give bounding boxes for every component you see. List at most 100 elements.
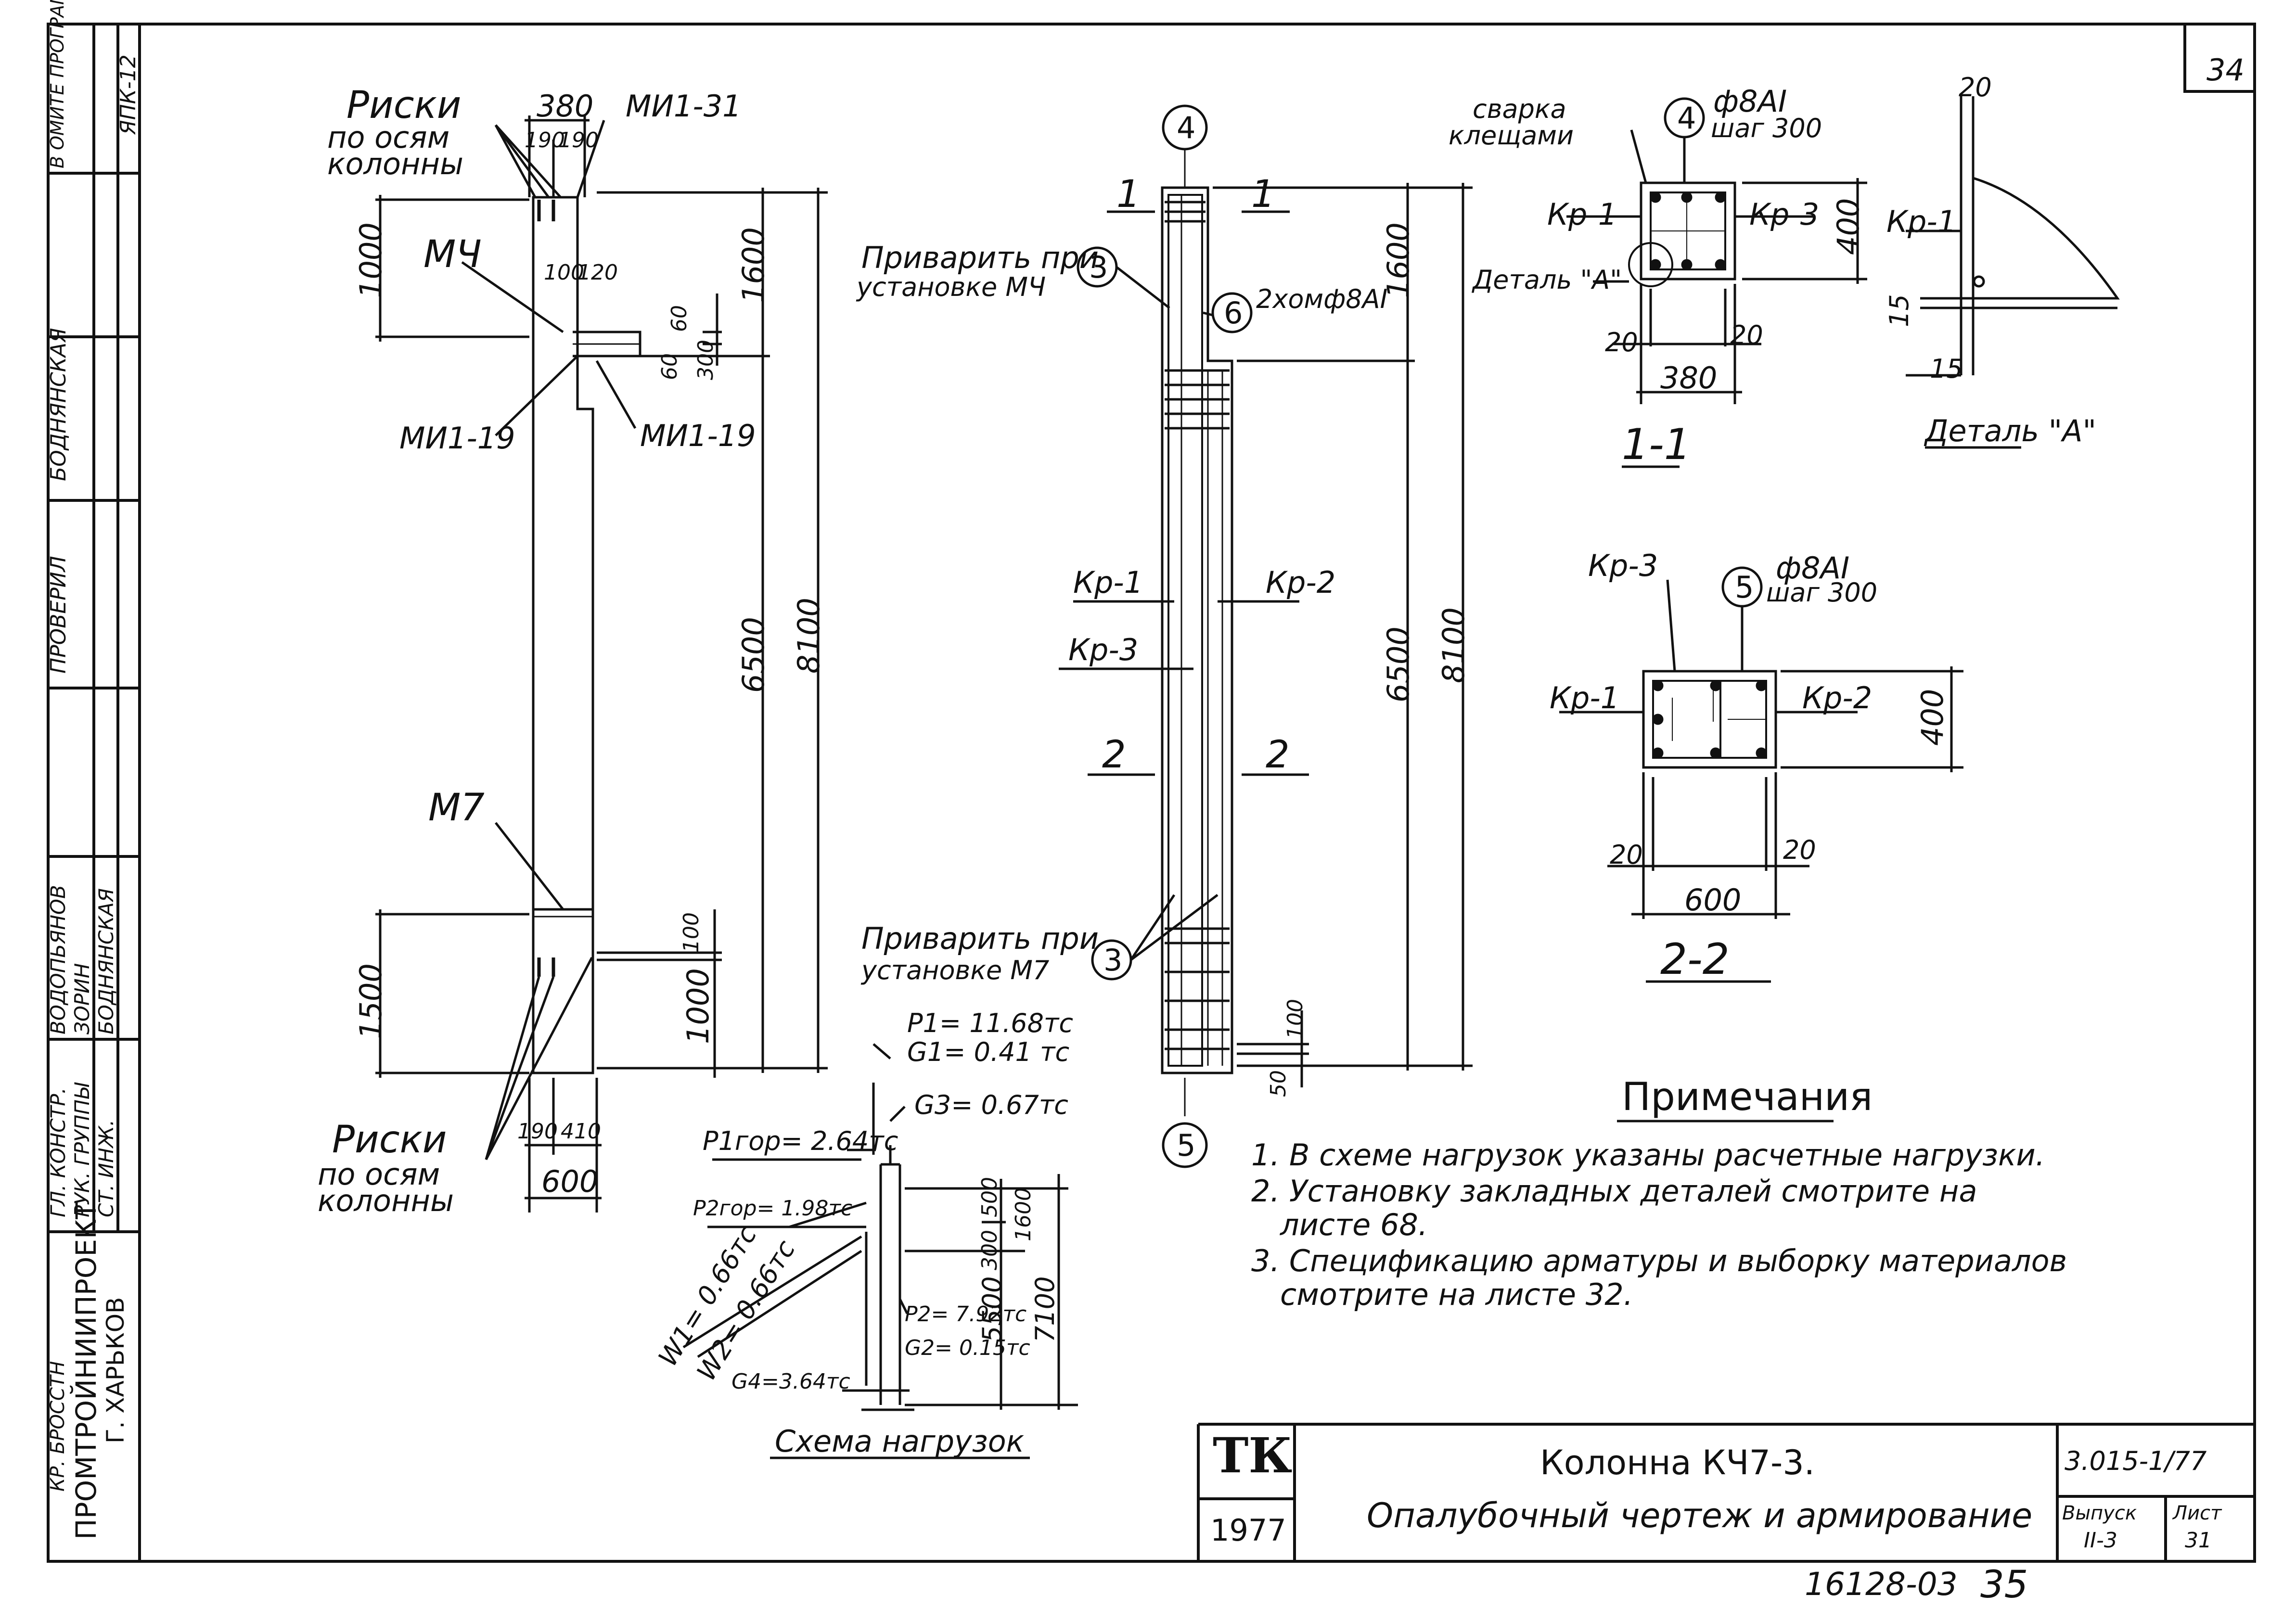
- notes-n3a: 3. Спецификацию арматуры и выборку матер…: [1251, 1243, 2067, 1278]
- s11-dim-20b: 20: [1730, 320, 1763, 350]
- fw-dim-1600: 1600: [736, 227, 771, 303]
- marker-circle-4: [1162, 104, 1208, 151]
- stamp-org-line2: Г. ХАРЬКОВ: [102, 1297, 129, 1443]
- fw-riski-top-sub1: по осям: [327, 120, 450, 155]
- bottom-stamp-code: 16128-03: [1805, 1566, 1958, 1603]
- da-label: Деталь "А": [1925, 413, 2097, 448]
- stamp-row-name-3: БОДНЯНСКАЯ: [94, 888, 118, 1034]
- rf-dim-8100: 8100: [1436, 607, 1471, 683]
- notes-n3b: смотрите на листе 32.: [1280, 1277, 1633, 1312]
- rf-dim-6500: 6500: [1381, 626, 1416, 702]
- title-sheet-value: 31: [2185, 1528, 2212, 1553]
- stamp-program-value: ЯПК-12: [116, 54, 141, 135]
- fw-dim-8100: 8100: [791, 598, 826, 674]
- ld-p2: P2= 7.92тс: [905, 1302, 1027, 1327]
- s22-dim-400: 400: [1915, 689, 1950, 746]
- fw-dim-190c: 190: [517, 1119, 558, 1144]
- s22-dim-600: 600: [1684, 882, 1742, 918]
- corner-sheet-box: [2183, 24, 2255, 93]
- fw-riski-top: Риски: [346, 84, 462, 127]
- fw-dim-190b: 190: [558, 128, 599, 153]
- detail-a: [1906, 96, 2120, 449]
- rf-cut2-left: 2: [1102, 733, 1126, 777]
- s11-dim-380: 380: [1660, 360, 1718, 396]
- da-dim-15b: 15: [1930, 354, 1963, 384]
- ld-dim-300: 300: [977, 1230, 1002, 1270]
- section-2-2: [1559, 566, 1963, 983]
- rf-cut1-right: 1: [1251, 173, 1275, 216]
- s11-kr1: Кр-1: [1547, 197, 1617, 232]
- ld-g4: G4=3.64тс: [731, 1369, 850, 1394]
- marker-circle-5: [1162, 1122, 1208, 1168]
- marker-circle-6: [1211, 292, 1253, 333]
- s22-kr3: Кр-3: [1588, 548, 1658, 583]
- load-scheme: [682, 1043, 1078, 1459]
- fw-dim-6500: 6500: [736, 617, 771, 693]
- fw-dim-60a: 60: [667, 305, 692, 332]
- rf-circle-3b: 3: [1103, 943, 1123, 978]
- title-year: 1977: [1210, 1513, 1286, 1548]
- ld-g2: G2= 0.15тс: [905, 1336, 1030, 1360]
- ld-caption: Схема нагрузок: [775, 1424, 1025, 1459]
- s22-kr1: Кр-1: [1550, 680, 1620, 715]
- notes-heading: Примечания: [1622, 1074, 1873, 1119]
- s11-dim-20a: 20: [1605, 327, 1638, 357]
- ld-dim-5500: 5500: [977, 1276, 1007, 1342]
- ld-p1-hor: P1гор= 2.64тс: [703, 1126, 898, 1156]
- rf-circle-4: 4: [1177, 110, 1196, 145]
- title-issue-label: Выпуск: [2062, 1502, 2137, 1524]
- title-line-2: Опалубочный чертеж и армирование: [1367, 1496, 2033, 1535]
- reinforcement-view: [1059, 104, 1473, 1168]
- rf-kr3: Кр-3: [1068, 632, 1139, 667]
- stamp-program-label: В ОМИТЕ ПРОГРАММЫ: [47, 0, 68, 168]
- ld-g3: G3= 0.67тс: [914, 1090, 1068, 1120]
- stamp-row-name-2: ЗОРИН: [70, 963, 94, 1034]
- s11-detail: Деталь "А": [1473, 265, 1622, 295]
- fw-m4: МЧ: [423, 233, 482, 276]
- s11-step: шаг 300: [1711, 113, 1822, 143]
- rf-circle-6: 6: [1224, 295, 1243, 331]
- s11-dim-400: 400: [1831, 198, 1866, 255]
- title-logo: ТК: [1213, 1427, 1293, 1484]
- da-dim-15a: 15: [1884, 294, 1914, 327]
- fw-riski-bot-sub2: колонны: [318, 1183, 454, 1218]
- ld-dim-7100: 7100: [1030, 1276, 1060, 1342]
- rf-clamp-note: 2хомф8АI: [1256, 284, 1388, 314]
- notes-n2b: листе 68.: [1280, 1207, 1428, 1242]
- rf-circle-3a: 3: [1089, 250, 1108, 285]
- fw-dim-380: 380: [537, 89, 594, 124]
- ld-dim-1600: 1600: [1011, 1187, 1036, 1241]
- left-stamp-frame: [47, 23, 141, 1563]
- fw-dim-600: 600: [541, 1164, 599, 1199]
- fw-dim-100: 100: [544, 260, 584, 285]
- stamp-row-label-1: ГЛ. КОНСТР.: [46, 1087, 70, 1217]
- fw-dim-190a: 190: [525, 128, 565, 153]
- notes-n1: 1. В схеме нагрузок указаны расчетные на…: [1251, 1137, 2045, 1173]
- stamp-row-label-2: РУК. ГРУППЫ: [70, 1083, 94, 1217]
- s22-step: шаг 300: [1766, 577, 1878, 608]
- ld-dim-500: 500: [977, 1177, 1002, 1217]
- fw-riski-top-sub2: колонны: [327, 146, 463, 181]
- fw-mi1-19-right: МИ1-19: [640, 418, 756, 453]
- fw-dim-300: 300: [693, 340, 718, 380]
- ld-p1: P1= 11.68тс: [907, 1008, 1074, 1038]
- title-issue-value: II-3: [2084, 1528, 2117, 1553]
- title-line-1: Колонна КЧ7-3.: [1540, 1443, 1815, 1482]
- rf-kr2: Кр-2: [1266, 565, 1336, 600]
- title-block-frame: [1197, 1423, 2255, 1561]
- stamp-row-name-1: ВОДОПЬЯНОВ: [46, 885, 70, 1034]
- da-kr1: Кр-1: [1886, 204, 1957, 239]
- fw-dim-410: 410: [561, 1119, 601, 1144]
- s22-circle-5: 5: [1735, 570, 1754, 605]
- stamp-org-line1: ПРОМТРОЙНИИПРОЕКТ: [70, 1202, 103, 1540]
- title-sheet-label: Лист: [2173, 1502, 2222, 1524]
- rf-weld-bot-2: установке М7: [861, 955, 1050, 985]
- rf-circle-5: 5: [1177, 1128, 1196, 1163]
- fw-mi1-19-left: МИ1-19: [399, 421, 515, 456]
- fw-riski-bot-sub1: по осям: [318, 1157, 440, 1192]
- rf-cut2-right: 2: [1266, 733, 1290, 777]
- s22-dim-20b: 20: [1783, 835, 1816, 865]
- s11-weld-2: клещами: [1449, 120, 1574, 151]
- fw-dim-60b: 60: [657, 353, 682, 380]
